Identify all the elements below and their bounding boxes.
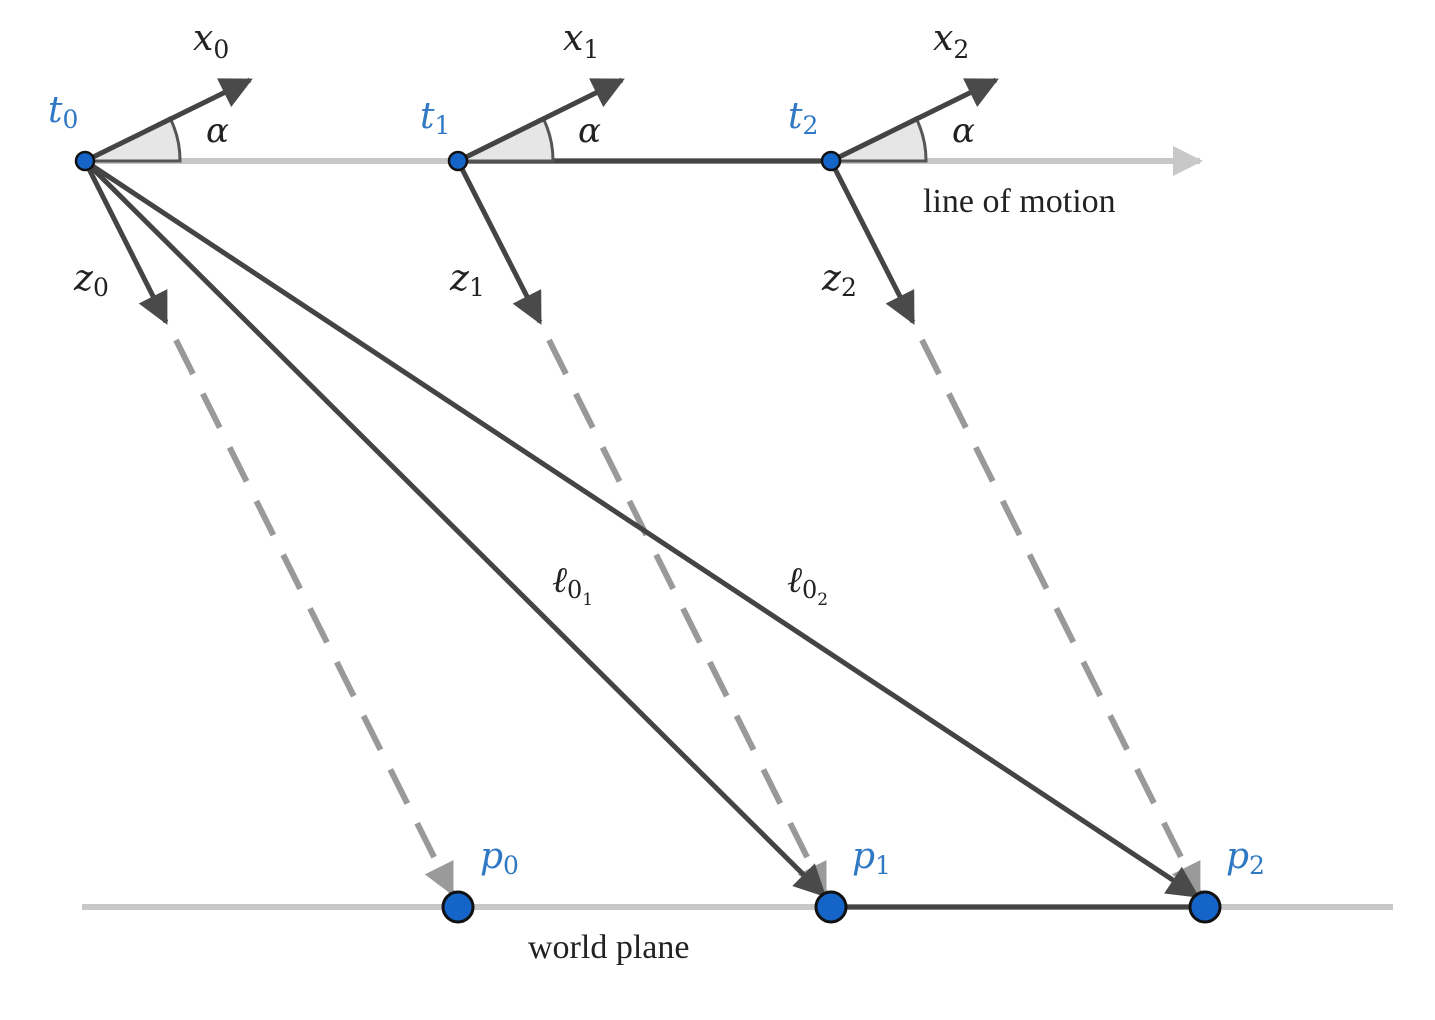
label-alpha-1: α [578, 111, 601, 151]
z-axis-arrow-2 [828, 159, 916, 325]
camera-point-t1 [447, 150, 469, 172]
label-t0: t0 [48, 90, 78, 134]
world-point-p1 [814, 890, 848, 924]
label-l02: ℓ02 [787, 560, 828, 610]
label-t1: t1 [420, 96, 450, 140]
label-p2: p2 [1226, 836, 1265, 880]
label-line-of-motion: line of motion [923, 183, 1116, 220]
ray-l02 [83, 158, 1200, 899]
label-alpha-2: α [952, 111, 975, 151]
label-t2: t2 [788, 96, 818, 140]
label-z2: z2 [821, 258, 857, 302]
camera-point-t2 [820, 150, 842, 172]
dashed-ray-1 [546, 338, 828, 896]
label-z0: z0 [73, 258, 109, 302]
world-point-p2 [1188, 890, 1222, 924]
z-axis-arrow-0 [82, 159, 169, 325]
camera-point-t0 [74, 150, 96, 172]
x-axis-arrow-0 [83, 77, 253, 164]
dashed-ray-0 [173, 338, 455, 896]
label-l01: ℓ01 [552, 560, 593, 610]
x-axis-arrow-1 [456, 77, 625, 164]
world-point-p0 [441, 890, 475, 924]
label-x1: x1 [563, 18, 599, 64]
label-alpha-0: α [206, 111, 229, 151]
label-z1: z1 [449, 258, 485, 302]
x-axis-arrow-2 [829, 77, 999, 164]
label-p0: p0 [480, 836, 519, 880]
dashed-ray-2 [919, 338, 1202, 896]
z-axis-arrow-1 [455, 159, 543, 325]
label-x2: x2 [933, 18, 969, 64]
ray-l01 [83, 159, 827, 898]
label-x0: x0 [193, 18, 229, 64]
label-world-plane: world plane [528, 929, 689, 966]
label-p1: p1 [852, 836, 891, 880]
